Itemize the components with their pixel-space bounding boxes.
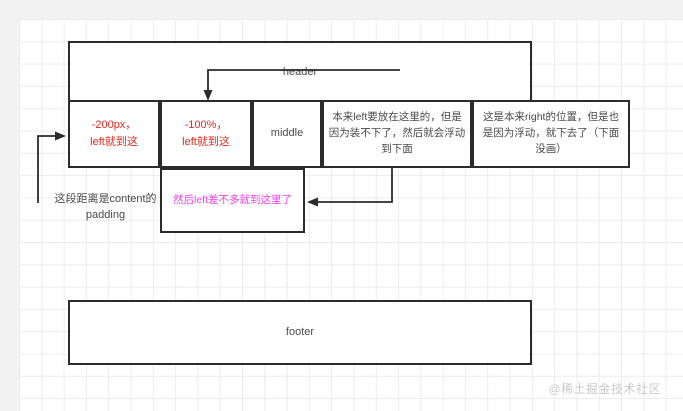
box-footer: footer xyxy=(68,300,532,365)
box-header: header xyxy=(68,41,532,100)
annotation-content-padding: 这段距离是content的padding xyxy=(54,193,157,221)
box-left-original-position-text: 本来left要放在这里的，但是因为装不下了，然后就会浮动到下面 xyxy=(328,111,466,155)
box-header-label: header xyxy=(282,66,318,78)
watermark-label: @稀土掘金技术社区 xyxy=(548,382,661,396)
box-left-moved-text: 然后left差不多就到这里了 xyxy=(172,193,292,206)
box-right-original-position-note: 这是本来right的位置，但是也是因为浮动，就下去了（下面没画） xyxy=(472,100,630,168)
box-left-100percent: -100%，left就到这 xyxy=(160,100,252,168)
box-middle-label: middle xyxy=(270,127,304,140)
box-left-original-position-note: 本来left要放在这里的，但是因为装不下了，然后就会浮动到下面 xyxy=(322,100,472,168)
box-left-200px-label: -200px，left就到这 xyxy=(90,118,138,148)
box-left-100percent-label: -100%，left就到这 xyxy=(182,118,230,148)
box-footer-label: footer xyxy=(285,325,315,338)
box-left-moved-note: 然后left差不多就到这里了 xyxy=(160,168,305,233)
box-left-200px: -200px，left就到这 xyxy=(68,100,160,168)
box-middle: middle xyxy=(252,100,322,168)
box-right-original-position-text: 这是本来right的位置，但是也是因为浮动，就下去了（下面没画） xyxy=(482,111,620,155)
